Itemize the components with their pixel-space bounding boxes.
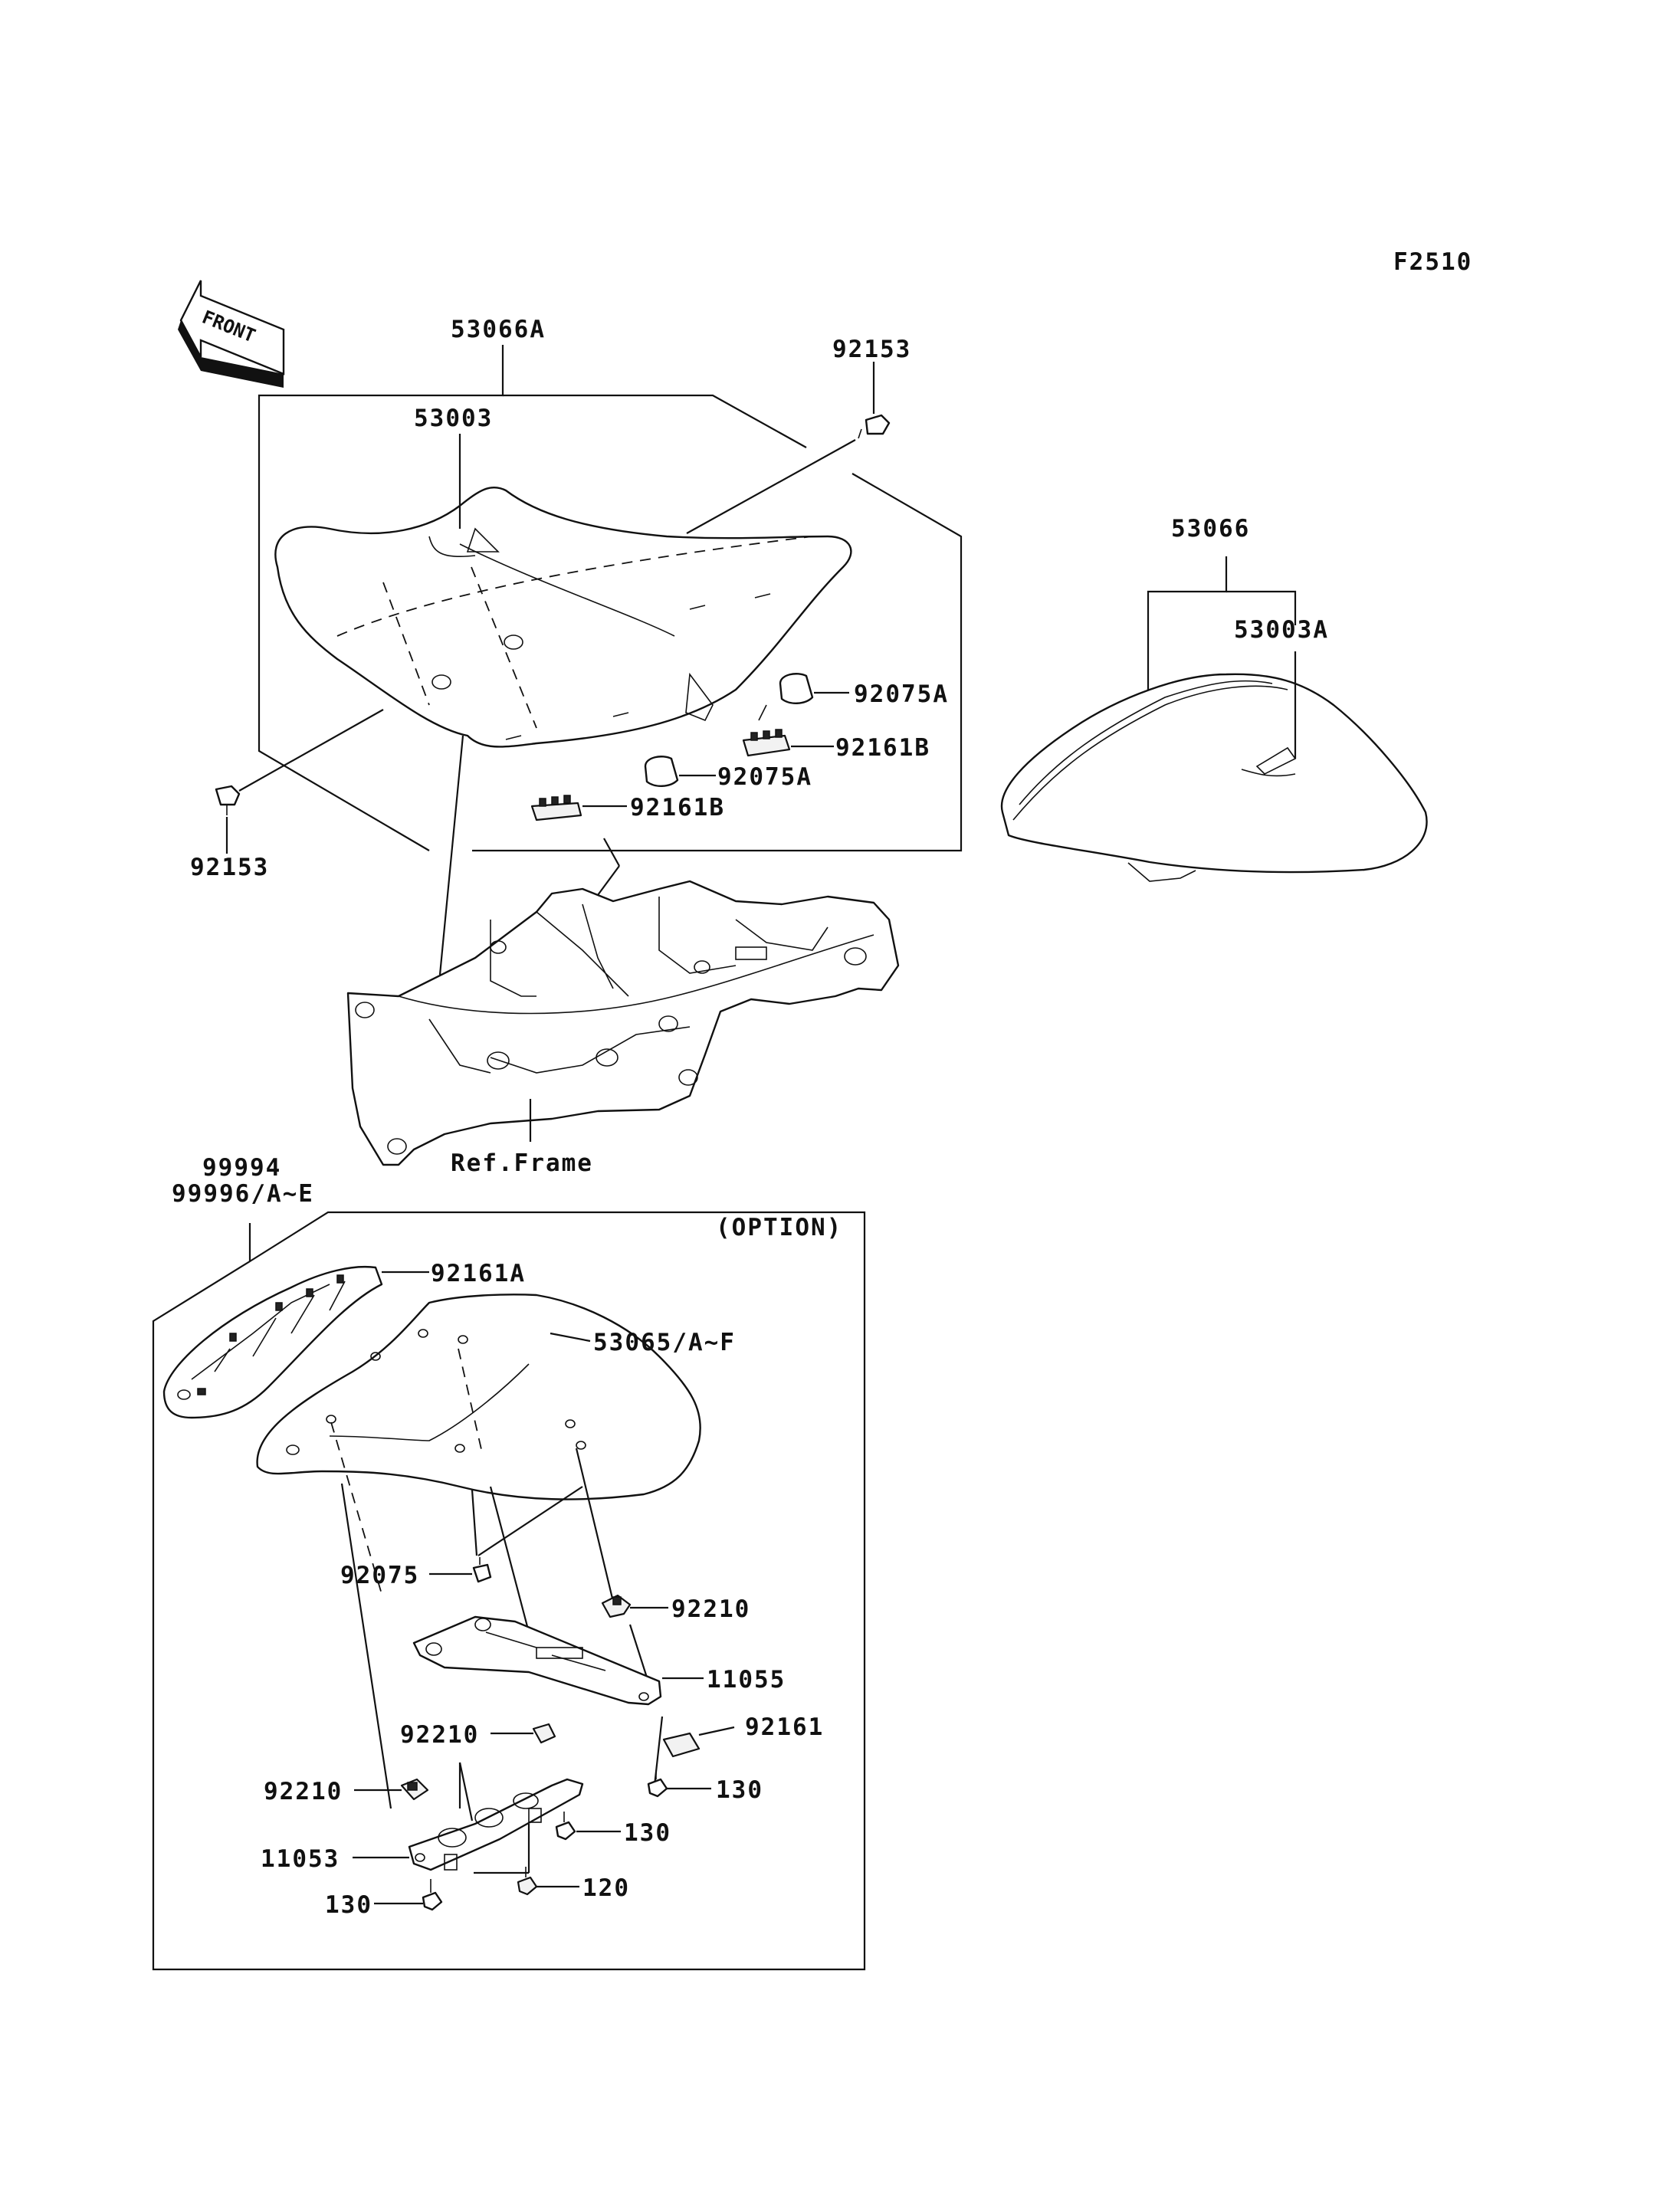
label-92161B-1: 92161B (835, 734, 930, 762)
bolt-120 (517, 1867, 538, 1896)
label-92075: 92075 (340, 1562, 419, 1589)
bolt-92075 (472, 1557, 492, 1583)
seat-cowl-99994 (162, 1265, 383, 1419)
label-130-2: 130 (624, 1819, 671, 1847)
front-arrow-icon: FRONT (178, 280, 285, 388)
label-92210-3: 92210 (264, 1778, 343, 1805)
label-11055: 11055 (707, 1666, 786, 1694)
label-53066A: 53066A (451, 316, 546, 343)
label-99994: 99994 (202, 1154, 281, 1182)
label-53003A: 53003A (1234, 616, 1329, 644)
damper-92075A-2 (644, 756, 679, 787)
nut-92210-2 (532, 1723, 556, 1744)
figure-code: F2510 (1393, 248, 1472, 276)
label-92075A-1: 92075A (854, 680, 949, 708)
clip-92161B-2 (530, 795, 582, 821)
plate-11053 (408, 1778, 584, 1871)
clip-92161B-1 (742, 729, 791, 757)
label-92153-top: 92153 (832, 336, 911, 363)
rubber-92161 (662, 1732, 701, 1758)
label-11053: 11053 (261, 1845, 340, 1873)
label-92153-left: 92153 (190, 854, 269, 881)
label-53065: 53065/A~F (593, 1329, 736, 1356)
label-130-1: 130 (716, 1776, 763, 1804)
bolt-92153-left (215, 785, 241, 815)
label-53003: 53003 (414, 405, 493, 432)
reference-frame (346, 880, 900, 1166)
bracket-11055 (412, 1615, 662, 1706)
damper-92075A-1 (779, 673, 814, 704)
nut-92210-3 (400, 1778, 429, 1801)
label-92210-2: 92210 (400, 1721, 479, 1749)
label-130-3: 130 (325, 1891, 372, 1919)
nut-92210-1 (601, 1594, 632, 1618)
option-group (152, 1211, 866, 1971)
bolt-92153-top (858, 414, 891, 439)
bolt-130-1 (647, 1770, 668, 1798)
label-ref-frame: Ref.Frame (451, 1149, 593, 1177)
passenger-seat-group (1000, 556, 1428, 882)
label-120: 120 (582, 1874, 630, 1902)
passenger-seat-53003A (1000, 673, 1428, 882)
option-label: (OPTION) (716, 1214, 842, 1241)
rider-seat-53003 (274, 486, 852, 748)
label-53066: 53066 (1171, 515, 1250, 543)
label-92075A-2: 92075A (717, 763, 812, 791)
label-92161A: 92161A (431, 1260, 526, 1287)
label-92161B-2: 92161B (630, 794, 725, 821)
label-92210-1: 92210 (671, 1595, 750, 1623)
seat-assembly-group (215, 345, 963, 854)
bolt-130-3 (422, 1879, 443, 1911)
seat-53065 (256, 1294, 701, 1500)
label-99996: 99996/A~E (172, 1180, 314, 1208)
bolt-130-2 (555, 1812, 576, 1841)
label-92161: 92161 (745, 1713, 824, 1741)
